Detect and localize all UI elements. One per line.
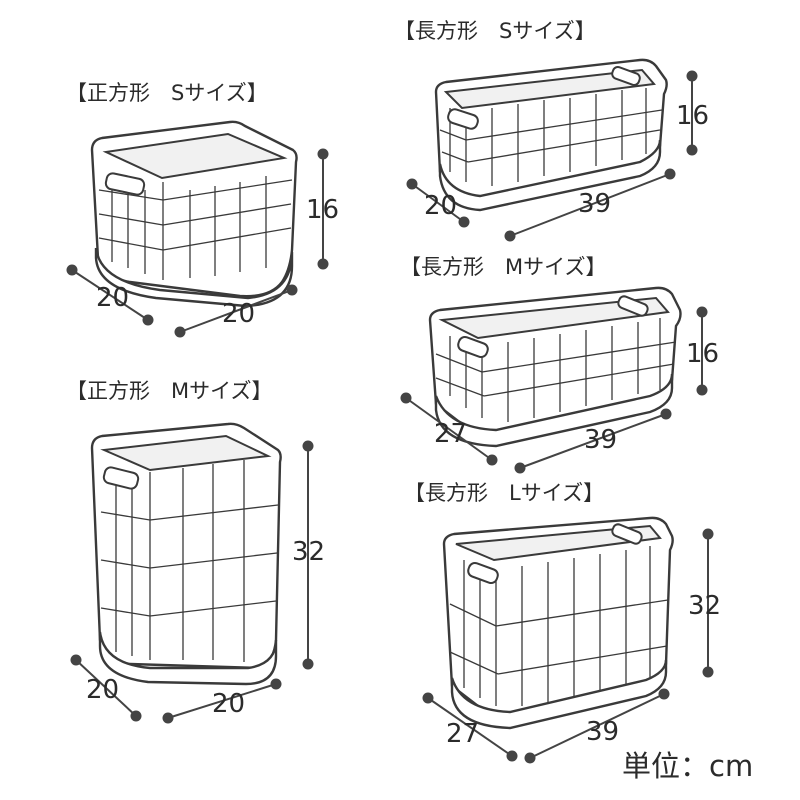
height-rect-m: 16 [686,339,719,369]
square-m-group: 【正方形 Mサイズ】 20 20 32 [66,379,325,724]
depth-rect-s: 20 [424,191,457,221]
basket-icon [90,120,298,308]
height-square-s: 16 [306,195,339,225]
height-rect-s: 16 [676,101,709,131]
title-rect-m: 【長方形 Mサイズ】 [400,255,607,279]
width-square-s: 20 [222,299,255,329]
title-rect-s: 【長方形 Sサイズ】 [394,19,596,43]
width-rect-s: 39 [578,189,611,219]
rect-s-group: 【長方形 Sサイズ】 20 39 16 [394,19,709,242]
title-square-m: 【正方形 Mサイズ】 [66,379,273,403]
width-rect-l: 39 [586,717,619,747]
square-s-group: 【正方形 Sサイズ】 20 20 16 [66,81,339,338]
basket-icon [428,286,682,448]
rect-l-group: 【長方形 Lサイズ】 27 39 32 [404,481,721,764]
width-square-m: 20 [212,689,245,719]
title-rect-l: 【長方形 Lサイズ】 [404,481,604,505]
rect-m-group: 【長方形 Mサイズ】 27 39 16 [400,255,719,474]
depth-square-m: 20 [86,675,119,705]
basket-icon [90,422,282,686]
width-rect-m: 39 [584,425,617,455]
depth-rect-l: 27 [446,719,479,749]
height-rect-l: 32 [688,591,721,621]
depth-rect-m: 27 [434,419,467,449]
basket-icon [434,58,668,212]
depth-square-s: 20 [96,283,129,313]
title-square-s: 【正方形 Sサイズ】 [66,81,268,105]
basket-icon [442,516,674,730]
unit-label: 単位：cm [622,749,753,783]
height-square-m: 32 [292,537,325,567]
